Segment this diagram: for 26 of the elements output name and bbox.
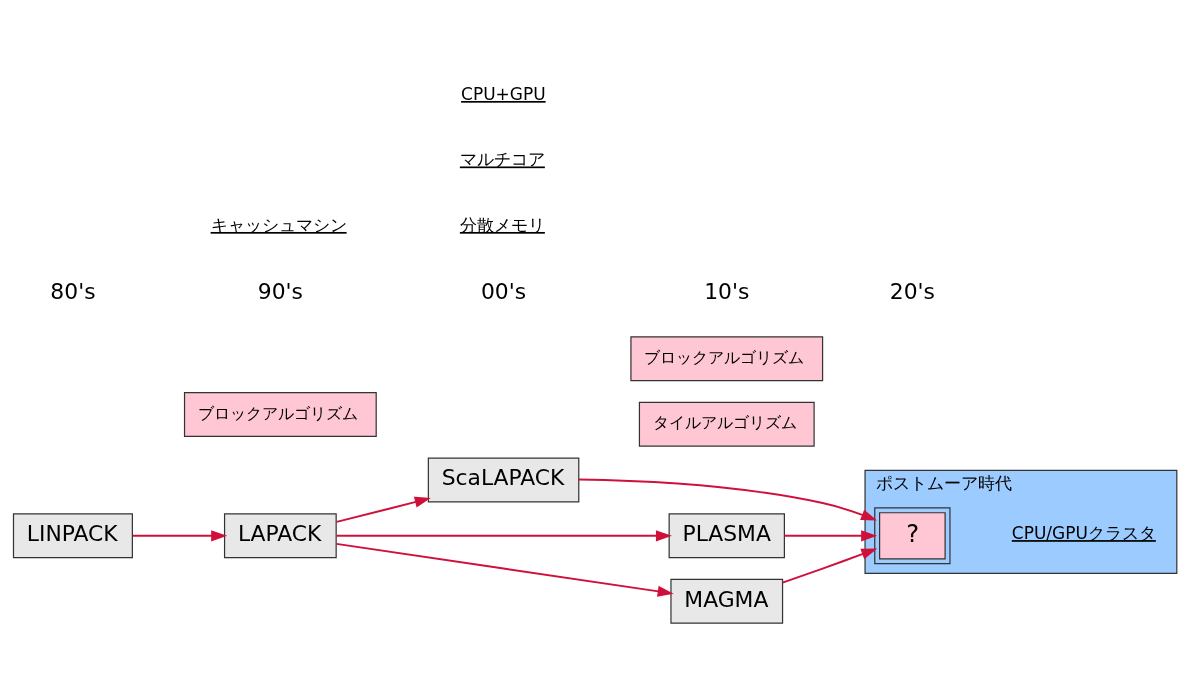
node-label: CPU/GPUクラスタ	[1011, 522, 1156, 543]
arrow	[781, 548, 878, 584]
arrow	[131, 529, 228, 541]
node-box: ?	[874, 506, 951, 564]
label: 分散メモリ	[459, 214, 545, 235]
label: キャッシュマシン	[210, 214, 347, 235]
label: 00's	[480, 278, 527, 304]
node-box: LINPACK	[12, 512, 133, 558]
label: マルチコア	[459, 148, 545, 169]
node-box: ScaLAPACK	[427, 457, 580, 502]
node-box: MAGMA	[670, 578, 784, 624]
node-box: PLASMA	[668, 512, 785, 558]
arrow	[335, 496, 431, 523]
label: 90's	[257, 278, 303, 304]
arrow	[335, 542, 674, 597]
arrow	[783, 529, 878, 541]
node-box: ブロックアルゴリズム	[630, 335, 824, 381]
label: 10's	[704, 278, 750, 304]
node-box: LAPACK	[223, 512, 337, 558]
arrow	[577, 478, 878, 521]
label: 20's	[889, 278, 935, 304]
label: 80's	[50, 278, 96, 304]
node-box: ブロックアルゴリズム	[183, 391, 377, 437]
label: CPU+GPU	[461, 83, 546, 104]
arrow	[335, 529, 672, 541]
node-box: タイルアルゴリズム	[638, 401, 815, 447]
